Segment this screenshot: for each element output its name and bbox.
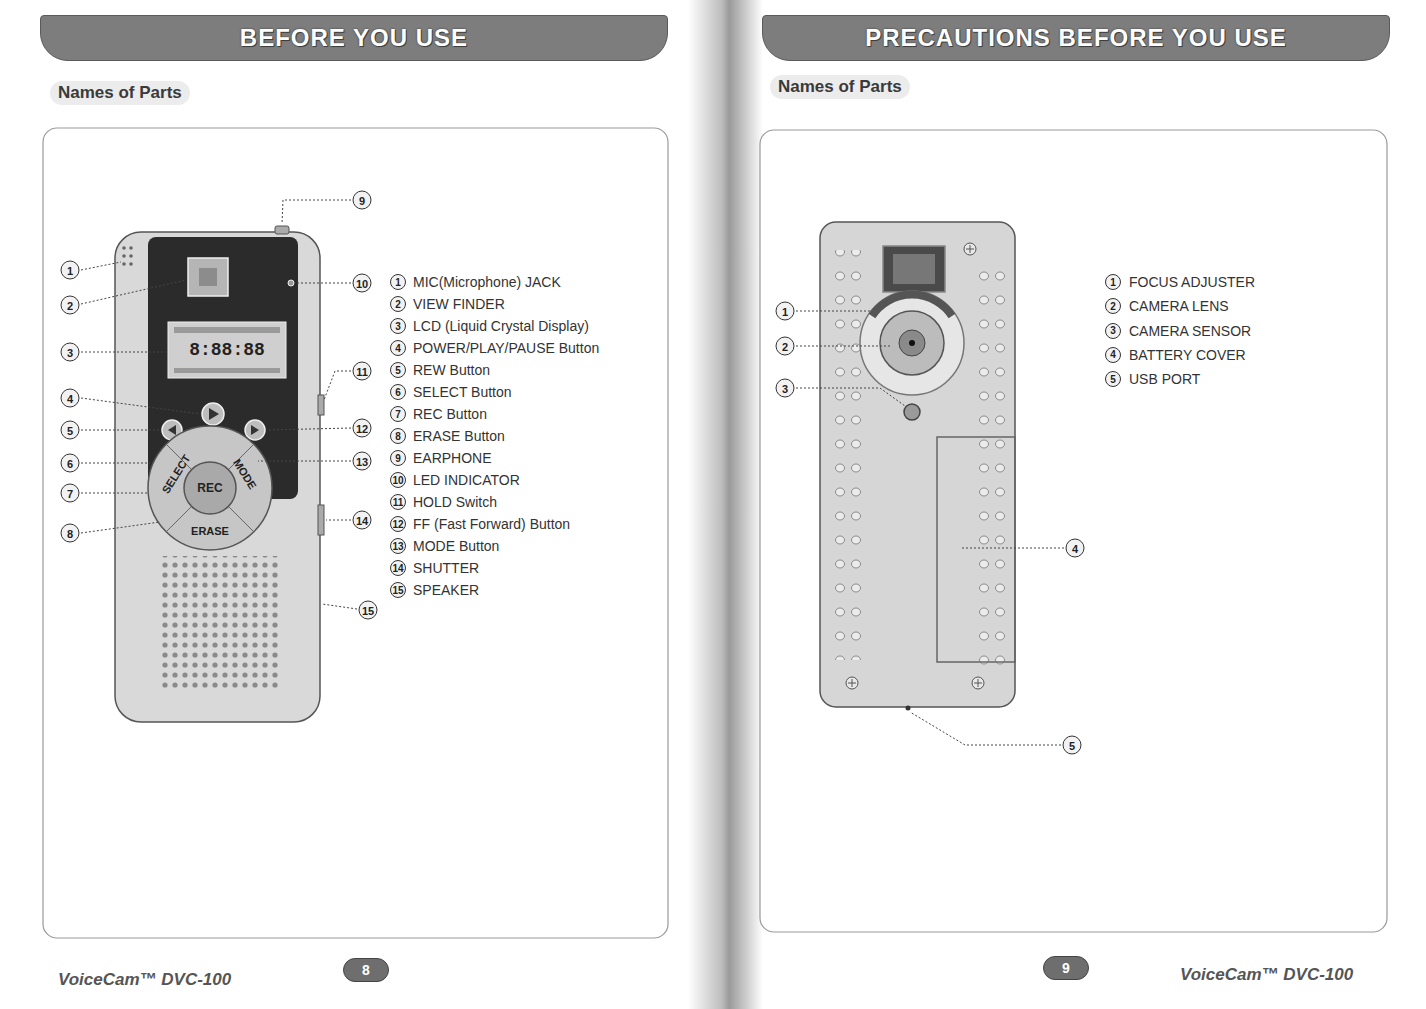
part-name: CAMERA LENS bbox=[1129, 298, 1229, 314]
part-name: REW Button bbox=[413, 362, 490, 378]
callout-number: 2 bbox=[61, 296, 80, 315]
page-number: 9 bbox=[1043, 956, 1089, 980]
callout-number: 10 bbox=[353, 274, 372, 293]
lcd-readout: 8:88:88 bbox=[189, 340, 265, 360]
callout-number: 15 bbox=[359, 601, 378, 620]
part-name: USB PORT bbox=[1129, 371, 1200, 387]
header-band: PRECAUTIONS BEFORE YOU USE bbox=[762, 15, 1390, 61]
list-number: 2 bbox=[390, 296, 406, 312]
list-number: 1 bbox=[390, 274, 406, 290]
part-name: POWER/PLAY/PAUSE Button bbox=[413, 340, 599, 356]
callout-number: 12 bbox=[353, 419, 372, 438]
page-number: 8 bbox=[343, 958, 389, 982]
header-band: BEFORE YOU USE bbox=[40, 15, 668, 61]
callout-number: 5 bbox=[61, 421, 80, 440]
part-name: MIC(Microphone) JACK bbox=[413, 274, 561, 290]
part-name: ERASE Button bbox=[413, 428, 505, 444]
callout-number: 9 bbox=[353, 191, 372, 210]
part-name: SPEAKER bbox=[413, 582, 479, 598]
section-heading: PRECAUTIONS BEFORE YOU USE bbox=[865, 24, 1287, 52]
callout-number: 4 bbox=[1066, 539, 1085, 558]
callout-number: 14 bbox=[353, 511, 372, 530]
list-number: 3 bbox=[1105, 323, 1121, 339]
part-name: SELECT Button bbox=[413, 384, 512, 400]
callout-number: 1 bbox=[776, 302, 795, 321]
list-number: 1 bbox=[1105, 274, 1121, 290]
section-heading: BEFORE YOU USE bbox=[240, 24, 468, 52]
list-number: 8 bbox=[390, 428, 406, 444]
callout-number: 1 bbox=[61, 261, 80, 280]
callout-number: 6 bbox=[61, 454, 80, 473]
footer-model: VoiceCam™ DVC-100 bbox=[1180, 965, 1353, 985]
part-name: BATTERY COVER bbox=[1129, 347, 1246, 363]
page-number-text: 9 bbox=[1062, 960, 1070, 976]
list-number: 10 bbox=[390, 472, 406, 488]
part-name: LCD (Liquid Crystal Display) bbox=[413, 318, 589, 334]
callout-number: 2 bbox=[776, 337, 795, 356]
part-name: EARPHONE bbox=[413, 450, 492, 466]
callout-number: 3 bbox=[61, 343, 80, 362]
part-name: SHUTTER bbox=[413, 560, 479, 576]
page-number-text: 8 bbox=[362, 962, 370, 978]
list-number: 3 bbox=[390, 318, 406, 334]
callout-number: 13 bbox=[353, 452, 372, 471]
list-number: 4 bbox=[390, 340, 406, 356]
list-number: 5 bbox=[1105, 371, 1121, 387]
section-subheading: Names of Parts bbox=[770, 75, 910, 99]
part-name: MODE Button bbox=[413, 538, 499, 554]
list-number: 14 bbox=[390, 560, 406, 576]
list-number: 9 bbox=[390, 450, 406, 466]
callout-number: 11 bbox=[353, 362, 372, 381]
list-number: 4 bbox=[1105, 347, 1121, 363]
button-label: REC bbox=[197, 481, 222, 495]
list-number: 13 bbox=[390, 538, 406, 554]
part-name: REC Button bbox=[413, 406, 487, 422]
part-name: LED INDICATOR bbox=[413, 472, 520, 488]
callout-number: 4 bbox=[61, 389, 80, 408]
list-number: 6 bbox=[390, 384, 406, 400]
section-subheading: Names of Parts bbox=[50, 81, 190, 105]
list-number: 7 bbox=[390, 406, 406, 422]
footer-model: VoiceCam™ DVC-100 bbox=[58, 970, 231, 990]
list-number: 15 bbox=[390, 582, 406, 598]
part-name: VIEW FINDER bbox=[413, 296, 505, 312]
button-label: ERASE bbox=[191, 525, 229, 537]
part-name: FF (Fast Forward) Button bbox=[413, 516, 570, 532]
list-number: 2 bbox=[1105, 298, 1121, 314]
callout-number: 5 bbox=[1063, 736, 1082, 755]
callout-number: 3 bbox=[776, 379, 795, 398]
list-number: 11 bbox=[390, 494, 406, 510]
callout-number: 7 bbox=[61, 484, 80, 503]
list-number: 12 bbox=[390, 516, 406, 532]
list-number: 5 bbox=[390, 362, 406, 378]
part-name: HOLD Switch bbox=[413, 494, 497, 510]
callout-number: 8 bbox=[61, 524, 80, 543]
part-name: FOCUS ADJUSTER bbox=[1129, 274, 1255, 290]
part-name: CAMERA SENSOR bbox=[1129, 323, 1251, 339]
